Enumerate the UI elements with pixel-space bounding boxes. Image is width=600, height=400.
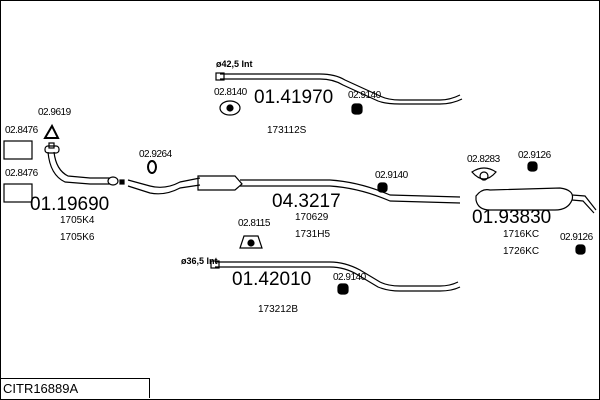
- part-number-small: 02.8476: [5, 168, 38, 179]
- tailpipe: [571, 194, 597, 214]
- part-number: 01.93830: [472, 207, 552, 228]
- ring-icon: [147, 160, 157, 174]
- ref-number: 1731H5: [295, 229, 331, 240]
- part-number-small: 02.8140: [214, 87, 247, 98]
- part-number: 01.19690: [30, 194, 110, 215]
- pipe-end: [215, 72, 225, 81]
- muffler-icon: [475, 187, 574, 211]
- ref-number: 1705K6: [60, 232, 95, 243]
- diameter-label: ø36,5 Int: [181, 256, 218, 266]
- pipe-joint: [119, 179, 125, 185]
- hanger-icon: [337, 283, 349, 295]
- part-number-small: 02.9140: [375, 170, 408, 181]
- part-number-small: 02.8283: [467, 154, 500, 165]
- catalyst-icon: [197, 175, 243, 191]
- ref-number: 170629: [295, 212, 329, 223]
- part-number-small: 02.9140: [348, 90, 381, 101]
- clamp-icon: [471, 167, 497, 180]
- pipe-01-41970: [220, 73, 463, 105]
- part-number: 01.41970: [254, 87, 334, 108]
- diagram-code: CITR16889A: [0, 378, 150, 398]
- hanger-icon: [527, 161, 538, 172]
- part-number-small: 02.9619: [38, 107, 71, 118]
- clamp-bolt: [247, 239, 255, 247]
- hanger-icon: [351, 103, 363, 115]
- clamp-bolt: [479, 171, 489, 181]
- part-number-small: 02.9126: [518, 150, 551, 161]
- ref-number: 1716KC: [503, 229, 540, 240]
- hanger-icon: [377, 182, 388, 193]
- part-number-small: 02.8476: [5, 125, 38, 136]
- part-number: 04.3217: [272, 191, 341, 212]
- pipe-01-19690: [47, 151, 110, 185]
- pipe-01-42010: [215, 261, 461, 292]
- pipe-end: [210, 260, 220, 269]
- pipe-flange: [107, 176, 119, 186]
- clamp-bolt: [226, 104, 234, 112]
- pipe-flange: [44, 145, 60, 154]
- clamp-icon: [219, 100, 241, 116]
- ref-number: 173112S: [267, 125, 307, 136]
- kit-box-icon: [3, 183, 33, 203]
- hanger-icon: [575, 244, 586, 255]
- pipe-04-3217: [127, 177, 461, 204]
- part-number-small: 02.9264: [139, 149, 172, 160]
- clamp-icon: [239, 235, 263, 249]
- gasket-icon: [43, 123, 60, 139]
- part-number-small: 02.9140: [333, 272, 366, 283]
- kit-box-icon: [3, 140, 33, 160]
- ref-number: 173212B: [258, 304, 299, 315]
- diameter-label: ø42,5 Int: [216, 59, 253, 69]
- part-number-small: 02.9126: [560, 232, 593, 243]
- part-number: 01.42010: [232, 269, 312, 290]
- ref-number: 1705K4: [60, 215, 95, 226]
- part-number-small: 02.8115: [238, 218, 270, 229]
- ref-number: 1726KC: [503, 246, 540, 257]
